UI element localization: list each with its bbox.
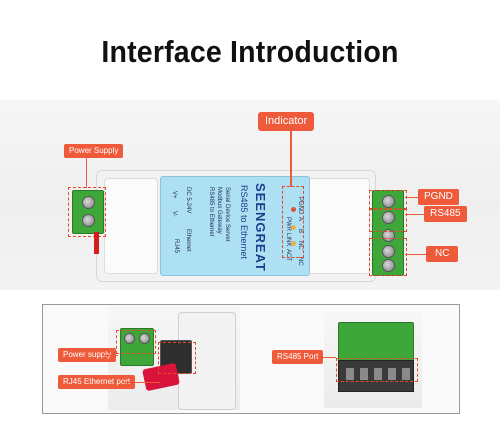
indicator-label-link: LINK — [285, 233, 291, 247]
pgnd-highlight-box — [369, 190, 407, 210]
power-leader-line — [86, 158, 87, 188]
bottom-left-photo — [108, 306, 240, 410]
description-line-1: Serial Device Server — [224, 187, 230, 242]
callout-rs485-port: RS485 Port — [272, 350, 324, 364]
detail-screw-2 — [139, 333, 150, 344]
power-input-label: DC 5-24V — [185, 187, 191, 214]
device-front-label: SEENGREAT RS485 to Ethernet Serial Devic… — [160, 176, 310, 276]
housing-right-clip — [306, 178, 370, 274]
description-line-2: Modbus Gateway — [216, 187, 222, 234]
rs485-port-leader — [318, 357, 336, 358]
brand-logo: SEENGREAT — [253, 183, 268, 272]
socket-pin-5 — [402, 368, 410, 380]
led-act — [291, 241, 296, 246]
description-line-3: RS485 to Ethernet — [208, 187, 214, 237]
power-terminal-block — [72, 190, 104, 234]
led-link — [291, 225, 296, 230]
bottom-right-photo — [324, 312, 422, 408]
rs485-screw-4 — [382, 245, 395, 258]
callout-indicator: Indicator — [258, 112, 315, 131]
model-name: RS485 to Ethernet — [239, 185, 249, 260]
callout-nc: NC — [426, 246, 459, 262]
socket-pin-2 — [360, 368, 368, 380]
power-screw-2 — [82, 214, 95, 227]
power-pin-vminus: V- — [171, 211, 177, 217]
detail-screw-1 — [124, 333, 135, 344]
rs485-screw-5 — [382, 259, 395, 272]
power-plug-detail — [120, 328, 154, 366]
terminal-label-nc-2: NC — [297, 257, 303, 266]
indicator-label-pwr: PWR — [285, 217, 291, 231]
power-wire — [94, 232, 99, 254]
power-highlight-box — [68, 187, 106, 237]
led-pwr — [291, 207, 296, 212]
nc-highlight-box — [369, 238, 407, 276]
callout-rs485: RS485 — [424, 206, 467, 222]
power-screw-1 — [82, 196, 95, 209]
terminal-label-b: B — [297, 229, 303, 234]
callout-power-supply: Power Supply — [64, 144, 124, 158]
rj45-detail-highlight — [158, 342, 196, 374]
power-bottom-leader — [102, 355, 118, 356]
page-title: Interface Introduction — [101, 34, 399, 69]
power-pin-vplus: V+ — [171, 191, 177, 199]
indicator-leader-line — [290, 131, 292, 187]
rs485-port-highlight — [336, 358, 418, 382]
rs485-terminal-block — [372, 190, 404, 276]
socket-pin-3 — [374, 368, 382, 380]
socket-pin-4 — [388, 368, 396, 380]
rs485-highlight-box — [369, 208, 407, 232]
ethernet-label: Ethernet — [185, 229, 191, 252]
callout-rj45-port: RJ45 Ethernet port — [58, 375, 136, 389]
rs485-plug-detail — [338, 322, 414, 362]
callout-power-supply-bottom: Power supply — [58, 348, 117, 362]
indicator-highlight-box — [282, 186, 304, 258]
nc-leader-line — [405, 254, 427, 255]
rj45-label: RJ45 — [173, 239, 179, 254]
housing-left-clip — [104, 178, 158, 274]
callout-pgnd: PGND — [418, 189, 459, 205]
rs485-screw-1 — [382, 195, 395, 208]
rj45-bottom-leader — [124, 382, 160, 383]
power-detail-highlight — [116, 330, 156, 354]
terminal-label-nc-1: NC — [297, 241, 303, 250]
rs485-screw-2 — [382, 211, 395, 224]
pgnd-leader-line — [405, 197, 425, 198]
indicator-label-act: ACT — [285, 249, 291, 261]
rs485-leader-line — [405, 214, 425, 215]
terminal-label-pgnd: PGND — [297, 197, 303, 215]
socket-pin-1 — [346, 368, 354, 380]
terminal-label-a: A — [297, 217, 303, 222]
